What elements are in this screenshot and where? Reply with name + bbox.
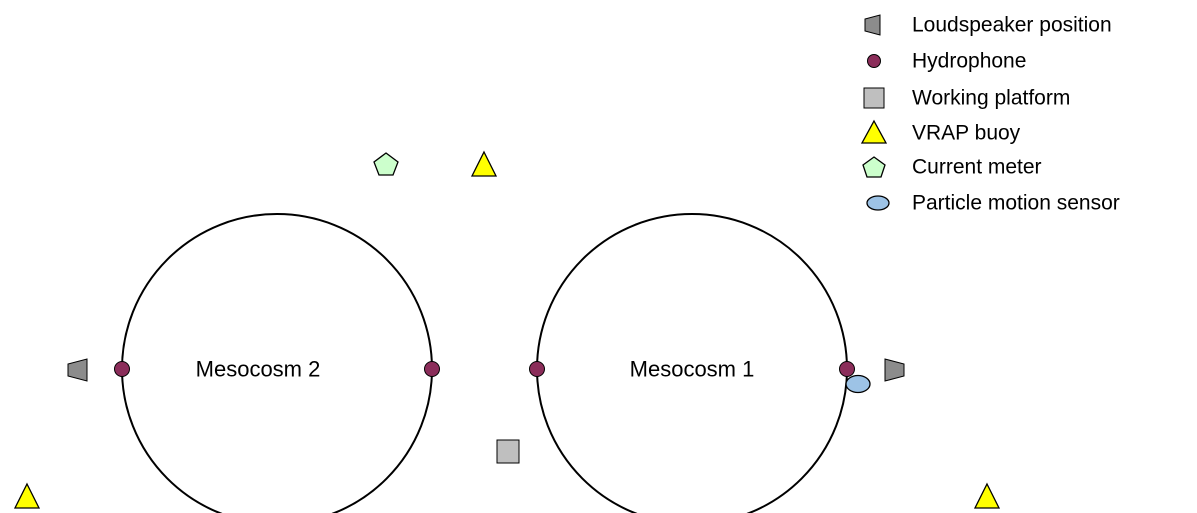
legend-item-working-platform: Working platform (863, 87, 1070, 110)
legend-label-vrap-buoy: VRAP buoy (912, 122, 1021, 145)
vrap-buoy-icon (973, 482, 1001, 509)
legend-label-loudspeaker: Loudspeaker position (912, 14, 1112, 37)
loudspeaker-icon (67, 358, 88, 382)
legend-label-current-meter: Current meter (912, 156, 1042, 179)
mesocosm-1-label: Mesocosm 1 (630, 357, 755, 382)
mesocosm-2-label: Mesocosm 2 (196, 357, 321, 382)
current-meter-icon (862, 156, 886, 178)
loudspeaker-icon (884, 358, 905, 382)
mesocosm-2: Mesocosm 2 (121, 213, 433, 513)
hydrophone-icon (867, 54, 881, 68)
working-platform-icon (496, 439, 520, 464)
vrap-buoy-icon (470, 150, 498, 177)
legend-label-particle-motion-sensor: Particle motion sensor (912, 192, 1120, 215)
hydrophone-icon (529, 361, 545, 377)
hydrophone-icon (839, 361, 855, 377)
particle-motion-sensor-icon (866, 195, 890, 211)
legend-label-working-platform: Working platform (912, 87, 1070, 110)
legend-label-hydrophone: Hydrophone (912, 50, 1026, 73)
working-platform-icon (863, 87, 885, 109)
legend-item-current-meter: Current meter (862, 156, 1042, 179)
legend-item-vrap-buoy: VRAP buoy (860, 119, 1021, 145)
legend: Loudspeaker position Hydrophone Working … (860, 14, 1120, 215)
loudspeaker-icon (864, 14, 881, 36)
legend-item-loudspeaker: Loudspeaker position (864, 14, 1112, 37)
vrap-buoy-icon (13, 482, 41, 509)
hydrophone-icon (424, 361, 440, 377)
vrap-buoy-icon (860, 119, 888, 144)
particle-motion-sensor-icon (845, 374, 871, 394)
legend-item-hydrophone: Hydrophone (867, 50, 1026, 73)
hydrophone-icon (114, 361, 130, 377)
current-meter-icon (373, 152, 399, 176)
mesocosm-1: Mesocosm 1 (536, 213, 848, 513)
legend-item-particle-motion-sensor: Particle motion sensor (866, 192, 1120, 215)
